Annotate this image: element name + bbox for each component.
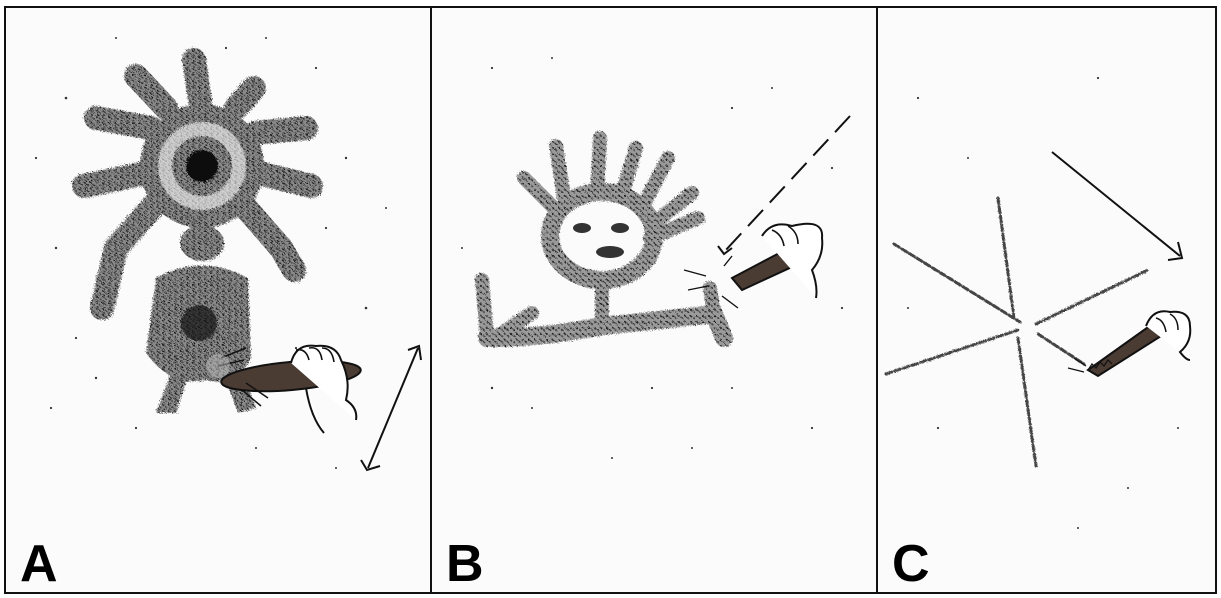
stipple-dust	[907, 77, 1179, 529]
anthropomorph-figure	[482, 138, 724, 340]
panel-c: C	[876, 6, 1217, 594]
motion-arrow	[361, 346, 421, 470]
panel-a-drawing	[6, 8, 432, 594]
panel-label-b: B	[446, 538, 484, 590]
blade-tool	[1068, 311, 1190, 376]
incised-lines	[886, 198, 1148, 466]
panel-b-drawing	[432, 8, 878, 594]
panel-b: B	[430, 6, 878, 594]
panel-a: A	[4, 6, 432, 594]
sun-figure	[84, 60, 311, 413]
panel-label-c: C	[892, 538, 930, 590]
panel-label-a: A	[20, 538, 58, 590]
panel-c-drawing	[878, 8, 1217, 594]
figure-face	[573, 223, 629, 258]
figure-neck	[180, 225, 224, 261]
motion-arrow	[1052, 152, 1182, 260]
